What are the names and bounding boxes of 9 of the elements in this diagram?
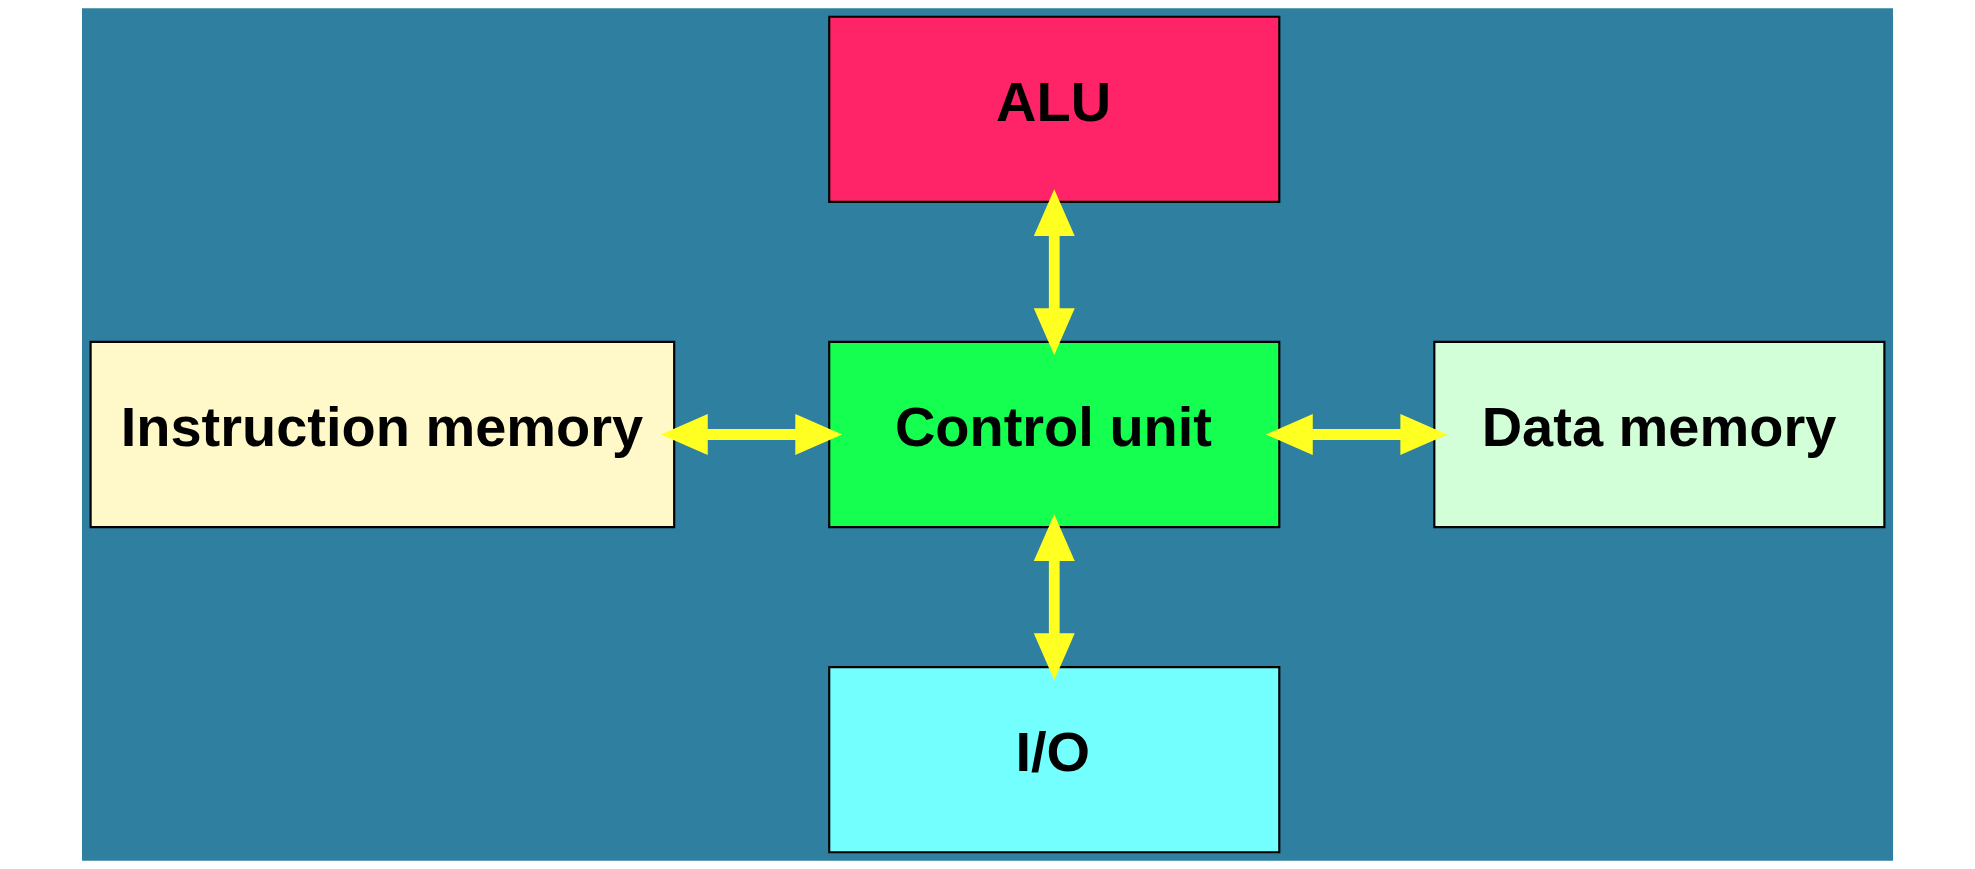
arrow	[1265, 414, 1448, 455]
node-box: Data memory	[1433, 340, 1886, 529]
node-box: Instruction memory	[89, 340, 676, 529]
node-box: ALU	[828, 15, 1281, 203]
arrow	[660, 414, 843, 455]
node-box: I/O	[828, 666, 1281, 854]
arrow	[1033, 189, 1075, 355]
node-box: Control unit	[828, 340, 1281, 529]
arrow	[1033, 514, 1075, 681]
